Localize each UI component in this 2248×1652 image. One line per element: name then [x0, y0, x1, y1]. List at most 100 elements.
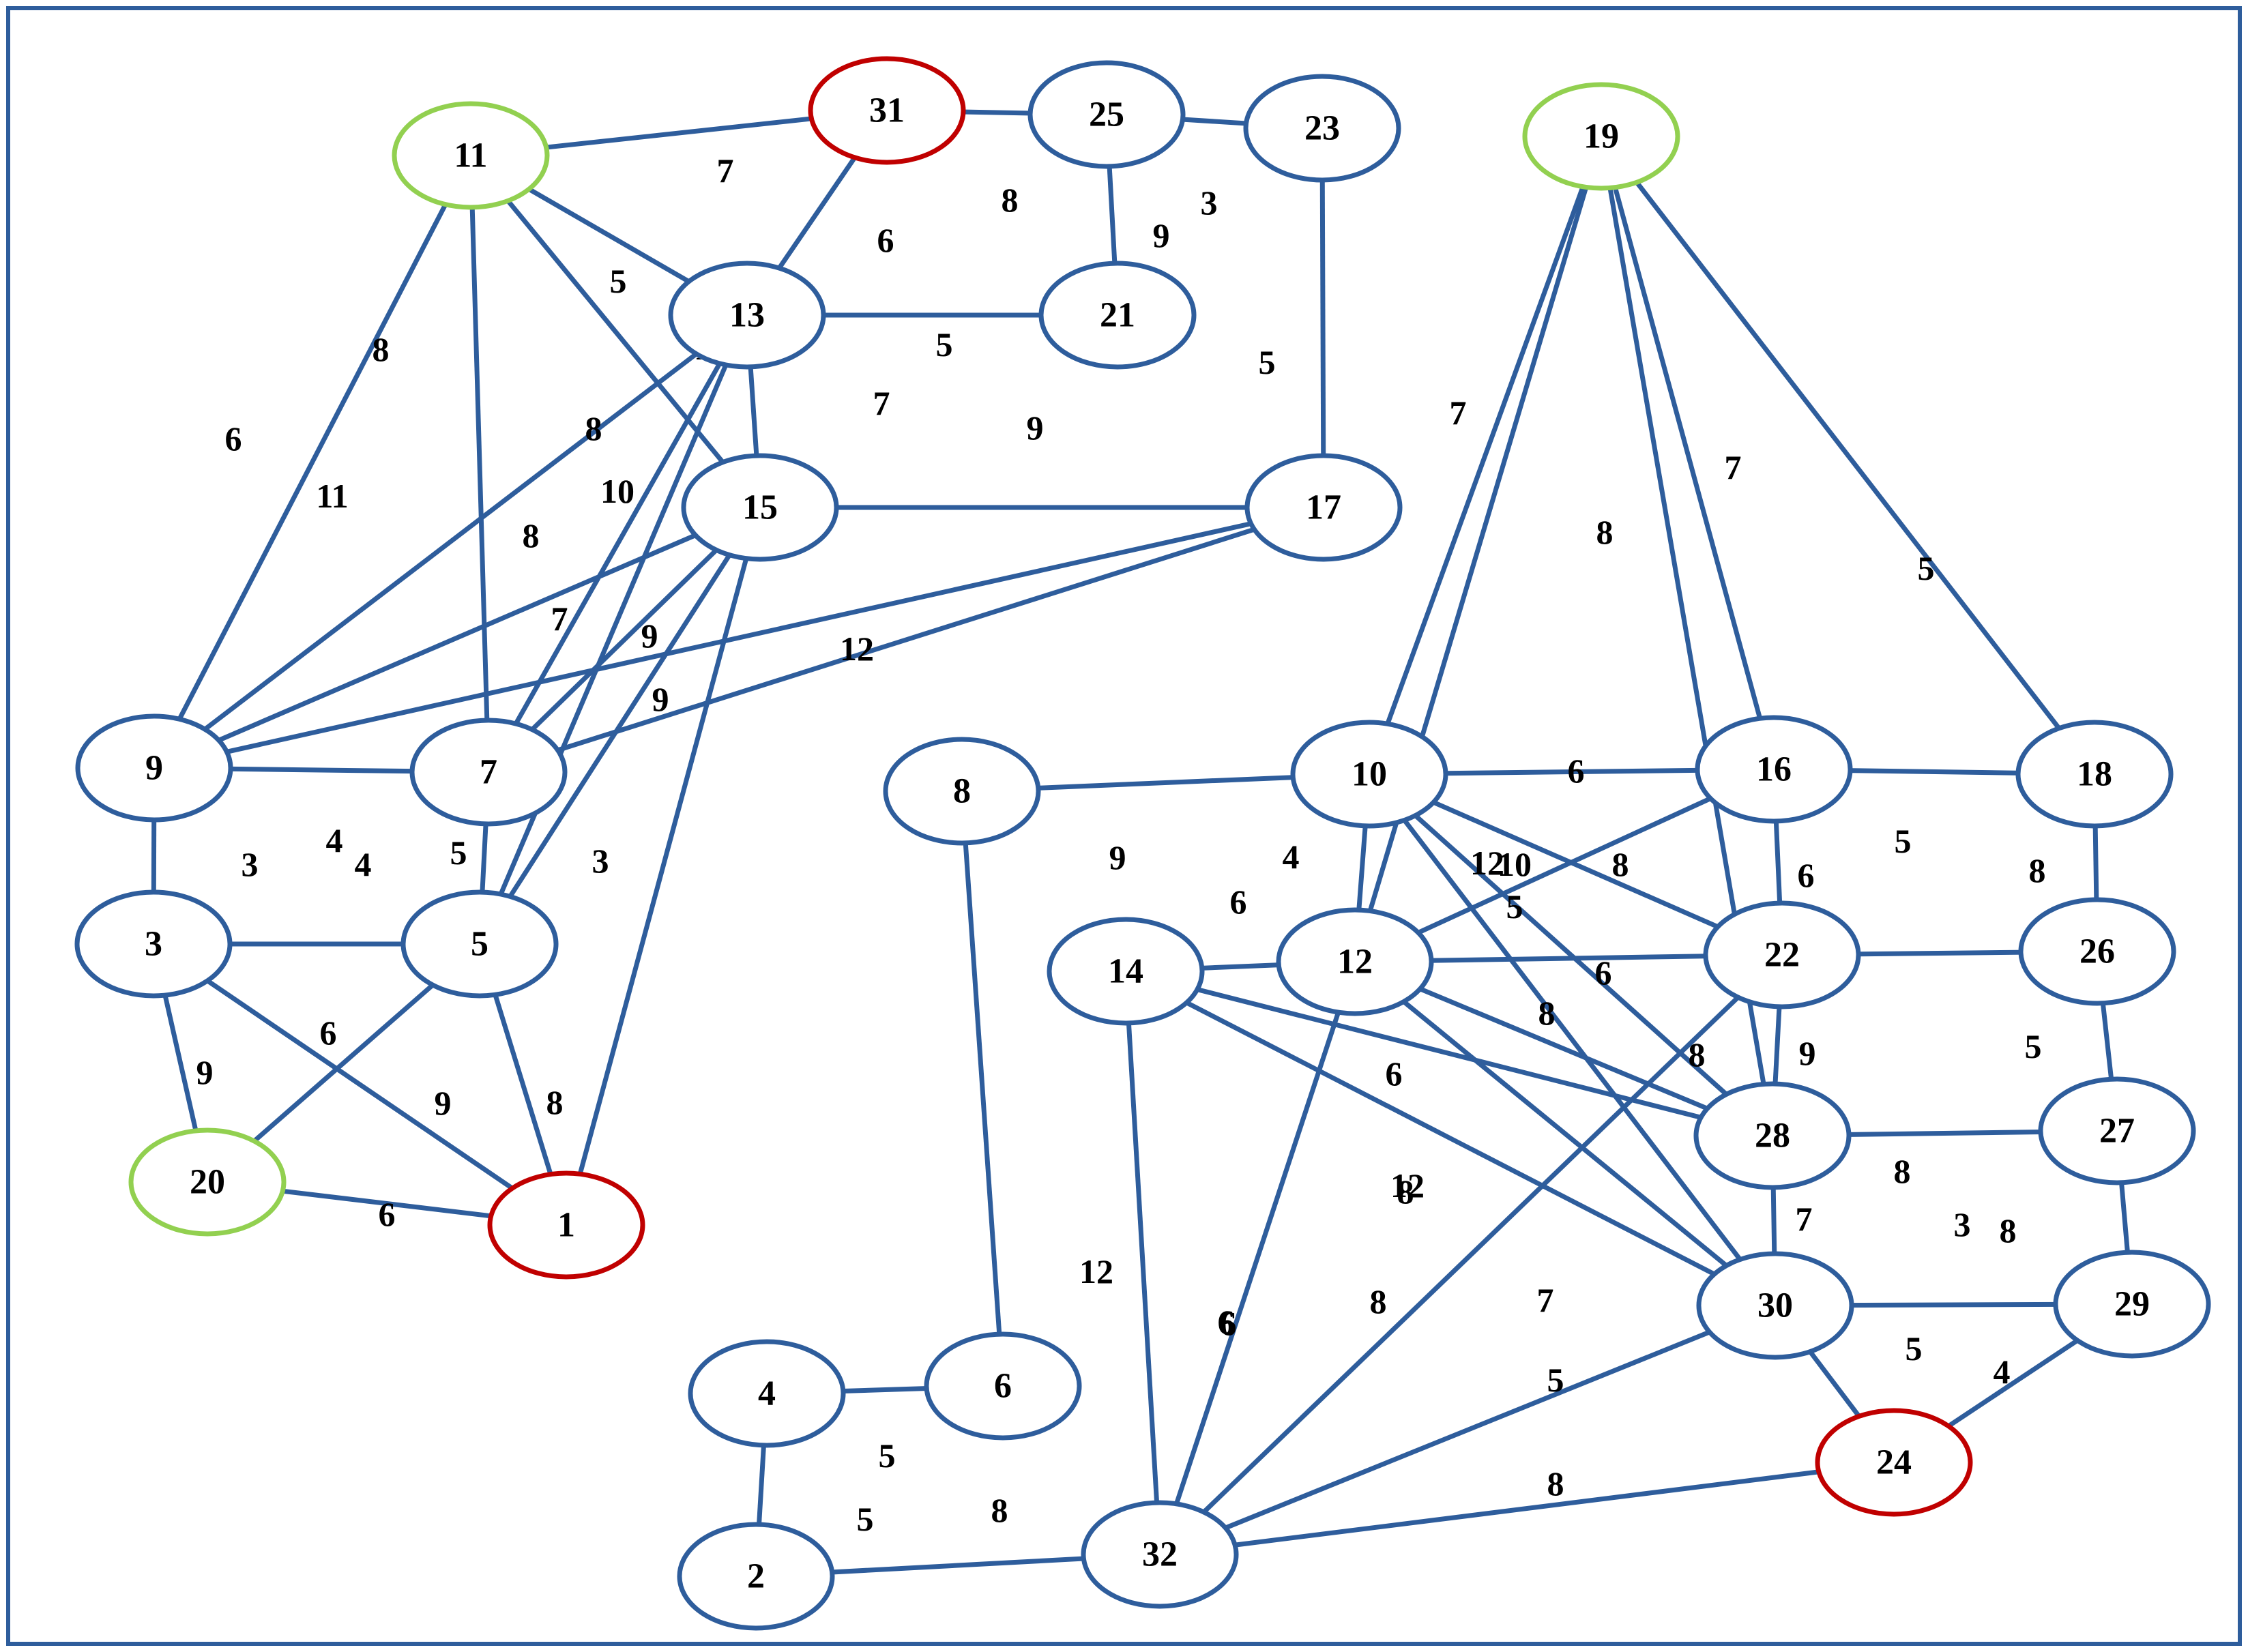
- edge-weight-label: 9: [196, 1053, 214, 1091]
- node-ellipse: [1695, 715, 1853, 824]
- node-22: 22: [1703, 900, 1861, 1009]
- edge-weight-label: 11: [316, 477, 348, 515]
- node-ellipse: [1696, 1251, 1854, 1360]
- node-8: 8: [883, 737, 1041, 846]
- edge-weight-label: 5: [1259, 343, 1276, 381]
- node-label: 25: [1089, 95, 1124, 134]
- edge-14-32: [1123, 971, 1163, 1555]
- edge-16-12: [1354, 767, 1775, 964]
- edge-weight-label: 9: [652, 680, 669, 718]
- node-label: 21: [1100, 296, 1135, 335]
- node-ellipse: [2015, 720, 2174, 829]
- edge-17-9: [154, 505, 1324, 771]
- edge-weight-label: 5: [1895, 822, 1912, 860]
- edge-weight-label: 6: [1386, 1054, 1403, 1093]
- node-label: 7: [480, 753, 497, 792]
- edge-weight-label: 12: [1470, 844, 1504, 882]
- edge-weight-label: 8: [546, 1083, 564, 1121]
- edge-weight-label: 8: [1547, 1464, 1564, 1503]
- edge-weight-label: 5: [1547, 1361, 1564, 1399]
- edge-13-5: [477, 314, 750, 945]
- node-ellipse: [392, 101, 550, 210]
- edge-10-28: [1367, 772, 1775, 1138]
- node-label: 20: [190, 1163, 225, 1202]
- node-15: 15: [681, 453, 839, 562]
- node-10: 10: [1290, 720, 1448, 829]
- node-ellipse: [1081, 1500, 1239, 1609]
- edge-10-22: [1368, 771, 1783, 958]
- edge-weight-label: 7: [1725, 448, 1742, 486]
- edge-weight-label: 3: [1201, 183, 1218, 222]
- node-ellipse: [128, 1127, 287, 1237]
- node-label: 4: [758, 1374, 776, 1413]
- edge-weight-label: 7: [1537, 1281, 1554, 1319]
- edge-weight-label: 10: [1498, 845, 1532, 883]
- edge-weight-label: 6: [1220, 1304, 1237, 1342]
- node-14: 14: [1047, 917, 1205, 1026]
- edge-weight-label: 5: [879, 1436, 896, 1475]
- node-label: 2: [747, 1557, 765, 1596]
- edge-weight-label: 5: [857, 1500, 874, 1538]
- edge-weight-label: 7: [1796, 1200, 1813, 1238]
- edge-weight-label: 8: [1397, 1172, 1414, 1211]
- edge-weight-label: 5: [450, 834, 467, 872]
- node-label: 14: [1108, 952, 1143, 991]
- node-label: 3: [145, 925, 162, 964]
- edge-weight-label: 5: [1918, 549, 1935, 587]
- edge-weight-label: 12: [840, 630, 874, 668]
- node-label: 12: [1337, 943, 1373, 982]
- node-13: 13: [668, 261, 826, 370]
- edge-24-32: [1159, 1460, 1895, 1557]
- node-ellipse: [1244, 453, 1403, 562]
- edge-15-1: [564, 507, 763, 1226]
- node-ellipse: [1047, 917, 1205, 1026]
- node-label: 24: [1876, 1443, 1912, 1482]
- node-4: 4: [688, 1339, 846, 1448]
- node-ellipse: [1290, 720, 1448, 829]
- edge-14-28: [1125, 969, 1773, 1138]
- node-ellipse: [668, 261, 826, 370]
- node-ellipse: [1276, 907, 1434, 1016]
- node-ellipse: [2053, 1250, 2211, 1359]
- edge-weight-label: 8: [523, 516, 540, 555]
- edge-weight-label: 8: [1370, 1282, 1387, 1321]
- node-ellipse: [2018, 897, 2176, 1006]
- node-ellipse: [677, 1522, 835, 1631]
- node-ellipse: [688, 1339, 846, 1448]
- node-ellipse: [1703, 900, 1861, 1009]
- node-ellipse: [75, 713, 233, 823]
- node-16: 16: [1695, 715, 1853, 824]
- edge-12-28: [1354, 959, 1774, 1138]
- edge-weight-label: 9: [641, 617, 658, 655]
- edge-13-7: [486, 314, 750, 773]
- node-label: 32: [1142, 1535, 1178, 1574]
- node-label: 29: [2114, 1285, 2150, 1324]
- node-ellipse: [1693, 1081, 1852, 1190]
- node-23: 23: [1243, 74, 1401, 183]
- edge-30-32: [1158, 1303, 1777, 1557]
- node-5: 5: [400, 889, 559, 999]
- node-3: 3: [74, 889, 233, 999]
- edge-11-9: [151, 154, 473, 769]
- node-25: 25: [1027, 60, 1186, 169]
- node-label: 8: [953, 772, 971, 811]
- edge-weight-label: 5: [936, 325, 953, 364]
- edge-weight-label: 12: [1390, 1166, 1425, 1205]
- node-ellipse: [1038, 261, 1197, 370]
- node-ellipse: [400, 889, 559, 999]
- edge-23-17: [1319, 128, 1326, 508]
- node-label: 11: [454, 136, 487, 175]
- node-label: 1: [557, 1206, 575, 1245]
- node-6: 6: [924, 1331, 1082, 1441]
- edge-weight-label: 6: [379, 1195, 396, 1233]
- edge-weight-label: 9: [1109, 838, 1126, 876]
- node-1: 1: [487, 1170, 645, 1280]
- edge-weight-label: 7: [873, 384, 890, 422]
- node-label: 16: [1756, 750, 1792, 789]
- node-32: 32: [1081, 1500, 1239, 1609]
- edge-weight-label: 10: [600, 472, 634, 510]
- node-label: 5: [471, 925, 488, 964]
- edge-14-30: [1124, 969, 1777, 1308]
- edge-17-7: [487, 505, 1325, 775]
